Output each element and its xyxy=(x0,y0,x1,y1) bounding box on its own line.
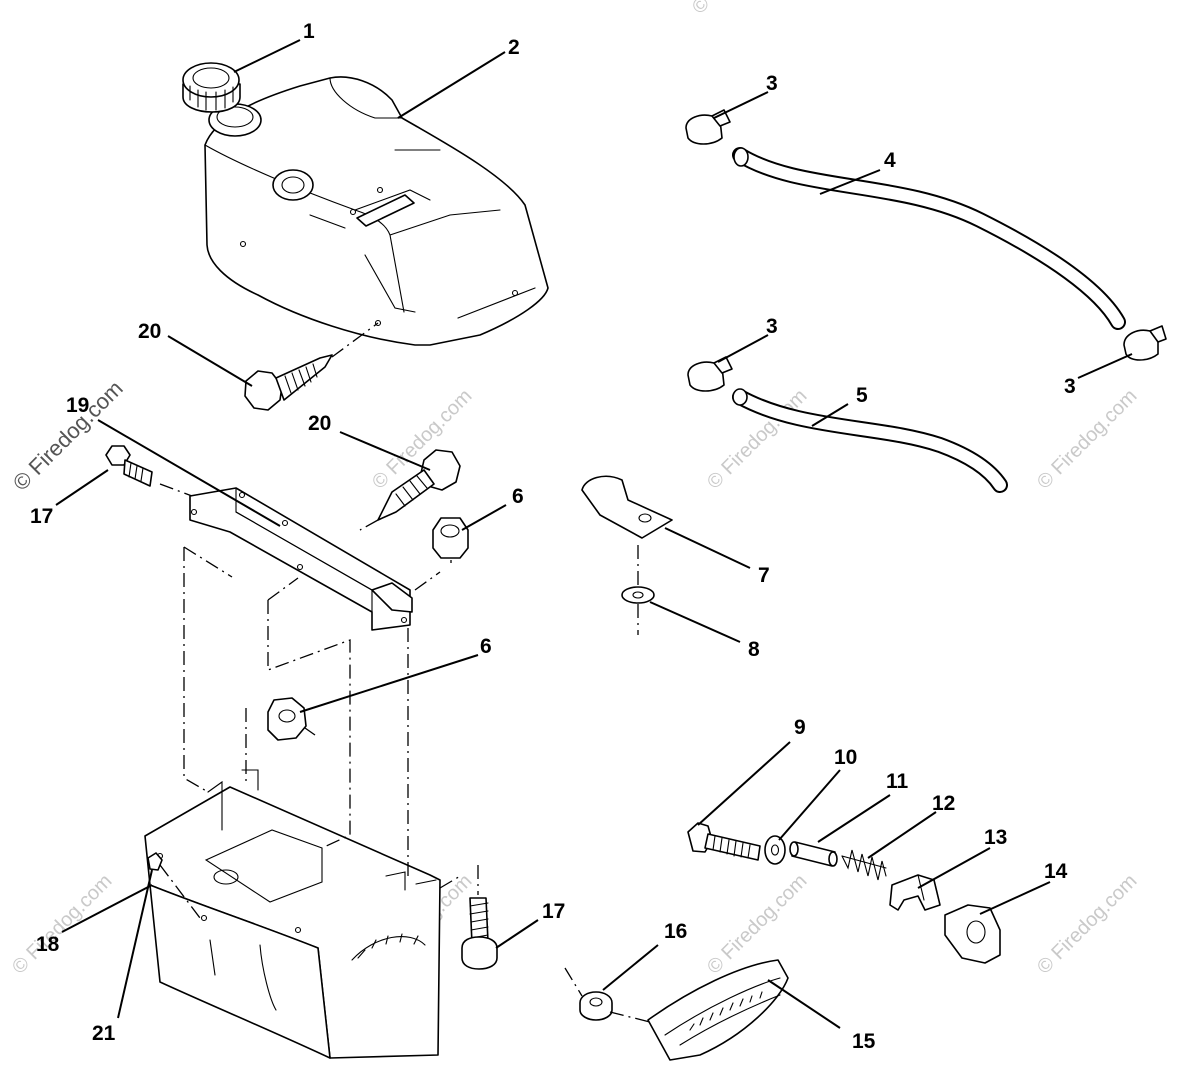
dash-panel xyxy=(144,769,441,1059)
spacer-11 xyxy=(789,841,838,867)
watermark-tile: © Firedog.com xyxy=(703,870,812,979)
callout-21: 21 xyxy=(92,1022,116,1045)
callout-20-middle: 20 xyxy=(308,412,331,435)
watermark-tile: © Firedog.com xyxy=(8,870,117,979)
washer-10 xyxy=(764,835,786,865)
speed-decal xyxy=(647,959,789,1061)
hex-nut-lower xyxy=(267,697,307,741)
assembly-lines xyxy=(159,322,651,1023)
callout-11: 11 xyxy=(886,770,909,793)
callout-16: 16 xyxy=(664,920,687,943)
callout-9: 9 xyxy=(794,716,806,739)
callout-5: 5 xyxy=(856,384,868,407)
callout-12: 12 xyxy=(932,792,955,815)
callout-labels: 1 2 3 3 3 4 5 6 6 7 8 9 10 11 12 13 14 1… xyxy=(30,20,1076,1053)
callout-8: 8 xyxy=(748,638,760,661)
leader-lines xyxy=(55,39,1133,1029)
callout-18: 18 xyxy=(36,933,60,956)
callout-19: 19 xyxy=(66,394,89,417)
mounting-bracket xyxy=(189,487,413,631)
knob-14 xyxy=(944,904,1001,964)
hose-clamp-right xyxy=(1123,325,1167,361)
callout-17-lower: 17 xyxy=(542,900,565,923)
callout-7: 7 xyxy=(758,564,770,587)
callout-20-upper: 20 xyxy=(138,320,161,343)
callout-15: 15 xyxy=(852,1030,876,1053)
callout-3-right: 3 xyxy=(1064,375,1076,398)
callout-6-upper: 6 xyxy=(512,485,524,508)
hose-clamp-top xyxy=(685,109,731,145)
tapping-screw-middle xyxy=(377,449,461,521)
fuel-line-short xyxy=(732,388,1008,493)
callout-4: 4 xyxy=(884,149,896,172)
fuel-tank xyxy=(204,76,549,346)
hex-bolt-lower xyxy=(461,897,498,970)
flat-washer xyxy=(621,586,655,604)
callout-1: 1 xyxy=(303,20,315,43)
callout-6-lower: 6 xyxy=(480,635,492,658)
callout-13: 13 xyxy=(984,826,1007,849)
callout-14: 14 xyxy=(1044,860,1068,883)
carriage-bolt xyxy=(687,822,761,861)
tapping-screw-upper xyxy=(244,354,333,411)
watermark-tile: © Firedog.com xyxy=(688,0,797,19)
callout-3-middle: 3 xyxy=(766,315,778,338)
callout-3-top: 3 xyxy=(766,72,778,95)
hex-bolt-upper xyxy=(105,445,153,487)
callout-17-upper: 17 xyxy=(30,505,53,528)
callout-10: 10 xyxy=(834,746,857,769)
spring-12 xyxy=(841,849,887,881)
fuel-line-long xyxy=(732,147,1126,330)
flange-nut xyxy=(579,991,613,1021)
line-clip xyxy=(581,475,673,539)
watermark-tile: © Firedog.com xyxy=(1033,870,1142,979)
hex-nut-upper xyxy=(432,517,469,559)
hose-clamp-middle xyxy=(687,356,733,392)
watermark-tile: © Firedog.com xyxy=(1033,385,1142,494)
fuel-cap xyxy=(182,62,241,113)
callout-2: 2 xyxy=(508,36,520,59)
